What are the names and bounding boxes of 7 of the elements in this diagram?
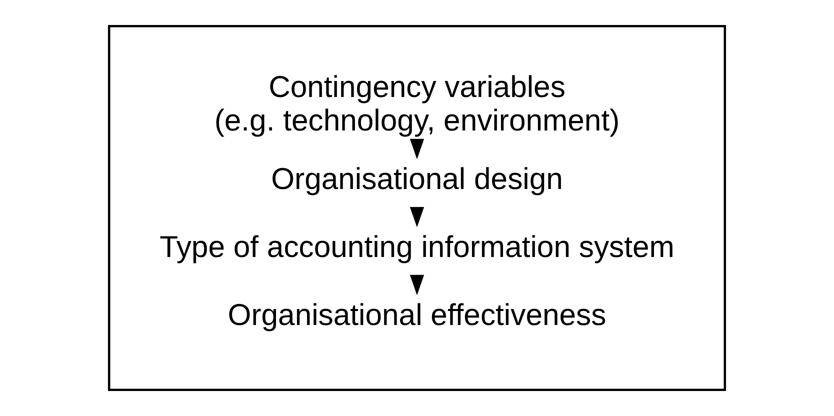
cluster	[108, 25, 726, 391]
node-text: Contingency variables (e.g. technology, environment)	[214, 71, 620, 138]
node-text: Organisational effectiveness	[228, 298, 606, 332]
node-text: Type of accounting information system	[160, 231, 674, 264]
arrow	[410, 274, 424, 296]
node-text: Organisational design	[271, 163, 563, 196]
arrow	[410, 207, 424, 228]
